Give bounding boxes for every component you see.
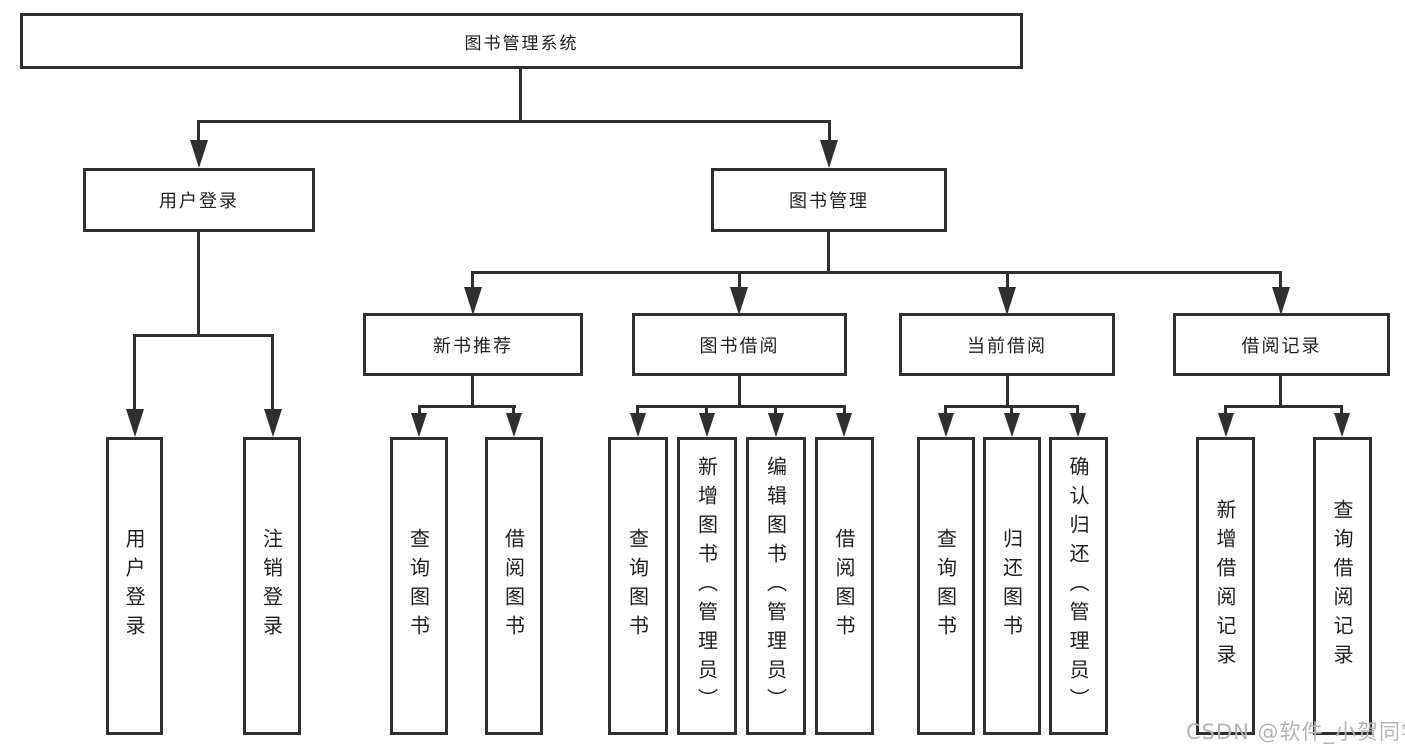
arrowhead-down-icon: [630, 413, 646, 437]
leaf-return-books: 归还图书: [983, 437, 1041, 735]
leaf-add-books-admin: 新增图书（管理员）: [677, 437, 737, 735]
arrowhead-down-icon: [768, 413, 784, 437]
arrowhead-down-icon: [820, 140, 838, 168]
connector-vline: [1340, 405, 1343, 415]
arrowhead-down-icon: [1272, 287, 1290, 315]
leaf-query-books-recommend: 查询图书: [390, 437, 448, 735]
node-borrow-records: 借阅记录: [1173, 313, 1390, 376]
connector-vline: [738, 271, 741, 289]
leaf-confirm-return-admin: 确认归还（管理员）: [1049, 437, 1108, 735]
connector-vline: [471, 271, 474, 289]
connector-hline: [1225, 405, 1343, 408]
connector-vline: [271, 334, 274, 411]
node-book-borrow: 图书借阅: [632, 313, 847, 376]
arrowhead-down-icon: [126, 409, 144, 437]
connector-vline: [944, 405, 947, 415]
node-new-book-recommend: 新书推荐: [363, 313, 583, 376]
arrowhead-down-icon: [190, 140, 208, 168]
arrowhead-down-icon: [464, 287, 482, 315]
arrowhead-down-icon: [1334, 413, 1350, 437]
leaf-logout: 注销登录: [243, 437, 301, 735]
connector-hline: [471, 271, 1282, 274]
connector-vline: [418, 405, 421, 415]
arrowhead-down-icon: [836, 413, 852, 437]
connector-hline: [197, 120, 831, 123]
arrowhead-down-icon: [506, 413, 522, 437]
leaf-add-borrow-record: 新增借阅记录: [1196, 437, 1255, 735]
arrowhead-down-icon: [1004, 413, 1020, 437]
connector-vline: [1279, 271, 1282, 289]
arrowhead-down-icon: [264, 409, 282, 437]
connector-vline: [843, 405, 846, 415]
node-user-login: 用户登录: [83, 168, 315, 232]
connector-vline: [1006, 376, 1009, 408]
connector-vline: [133, 334, 136, 411]
leaf-query-books-borrow: 查询图书: [608, 437, 668, 735]
node-current-borrow: 当前借阅: [899, 313, 1115, 376]
leaf-user-login: 用户登录: [106, 437, 163, 735]
leaf-edit-books-admin: 编辑图书（管理员）: [746, 437, 806, 735]
node-root: 图书管理系统: [20, 13, 1023, 69]
connector-vline: [774, 405, 777, 415]
arrowhead-down-icon: [699, 413, 715, 437]
connector-vline: [636, 405, 639, 415]
connector-vline: [512, 405, 515, 415]
arrowhead-down-icon: [730, 287, 748, 315]
arrowhead-down-icon: [1070, 413, 1086, 437]
connector-hline: [637, 405, 846, 408]
connector-vline: [705, 405, 708, 415]
connector-vline: [1076, 405, 1079, 415]
connector-vline: [197, 120, 200, 140]
connector-hline: [133, 334, 274, 337]
leaf-query-borrow-record: 查询借阅记录: [1313, 437, 1372, 735]
connector-vline: [738, 376, 741, 408]
watermark: CSDN @软件_小贺同学: [1186, 720, 1405, 744]
connector-vline: [1224, 405, 1227, 415]
node-book-management: 图书管理: [711, 168, 947, 232]
arrowhead-down-icon: [1218, 413, 1234, 437]
connector-vline: [828, 120, 831, 140]
connector-vline: [1010, 405, 1013, 415]
connector-vline: [1279, 376, 1282, 408]
leaf-borrow-books: 借阅图书: [815, 437, 874, 735]
arrowhead-down-icon: [938, 413, 954, 437]
leaf-query-books-current: 查询图书: [917, 437, 975, 735]
arrowhead-down-icon: [411, 413, 427, 437]
connector-vline: [471, 376, 474, 408]
connector-vline: [1006, 271, 1009, 289]
connector-hline: [418, 405, 516, 408]
leaf-borrow-books-recommend: 借阅图书: [485, 437, 543, 735]
connector-vline: [827, 232, 830, 274]
arrowhead-down-icon: [998, 287, 1016, 315]
connector-vline: [519, 69, 522, 123]
connector-vline: [197, 232, 200, 337]
